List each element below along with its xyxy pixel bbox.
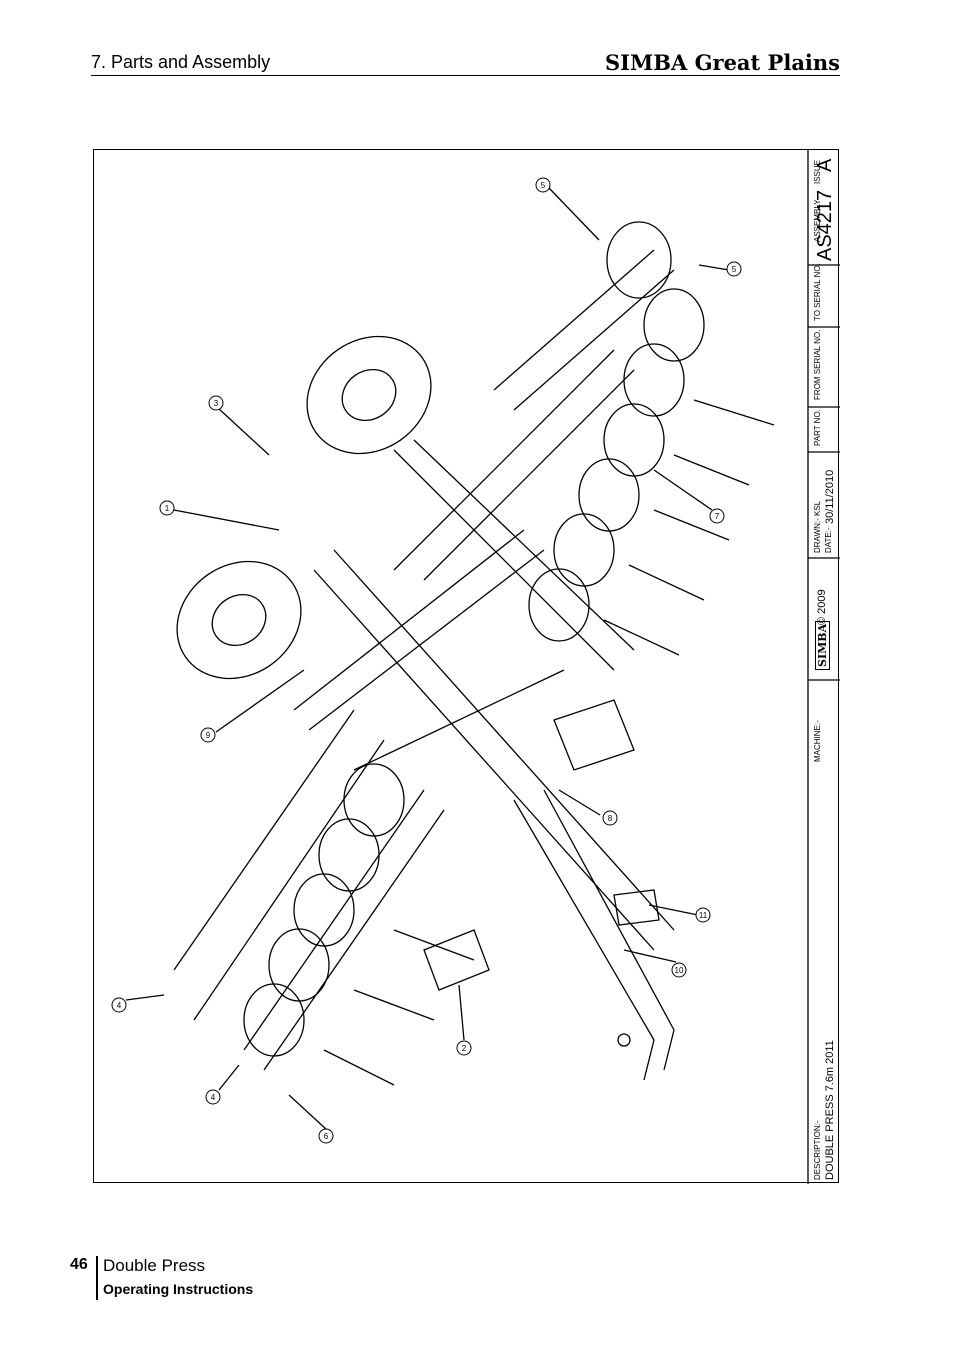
from-serial-label: FROM SERIAL NO.: [813, 329, 822, 400]
assembly-value: AS4217: [814, 189, 836, 261]
footer-title: Double Press: [103, 1256, 206, 1275]
assembly-drawing: 1 2 3 4 4 5 5 6 7 8 9 10 11: [111, 150, 840, 1184]
footer-divider: [96, 1256, 98, 1300]
issue-value: A: [814, 158, 836, 172]
callout-5b: 5: [732, 265, 737, 274]
callout-6: 6: [324, 1132, 329, 1141]
to-serial-label: TO SERIAL NO.: [813, 263, 822, 321]
callout-2: 2: [462, 1044, 467, 1053]
section-title: 7. Parts and Assembly: [91, 52, 271, 72]
callout-4a: 4: [117, 1001, 122, 1010]
page-number: 46: [70, 1256, 88, 1273]
callout-1: 1: [165, 504, 170, 513]
callout-10: 10: [675, 966, 684, 975]
footer-subtitle: Operating Instructions: [103, 1281, 254, 1297]
machine-label: MACHINE:-: [813, 720, 822, 762]
simba-logo: SIMBA: [815, 620, 830, 670]
drawn-label: DRAWN:- KSL: [813, 500, 822, 553]
date-label: DATE:-: [824, 527, 833, 553]
description-label: DESCRIPTION:-: [813, 1120, 822, 1180]
callout-7: 7: [715, 512, 720, 521]
description-value: DOUBLE PRESS 7.6m 2011: [824, 1040, 836, 1180]
copyright-text: © 2009: [816, 589, 828, 625]
callout-11: 11: [699, 911, 708, 920]
callout-3: 3: [214, 399, 219, 408]
date-value: 30/11/2010: [824, 469, 836, 524]
callout-5a: 5: [541, 181, 546, 190]
brand-logo-text: SIMBA Great Plains: [604, 50, 840, 75]
callout-8: 8: [608, 814, 613, 823]
header-rule: [91, 75, 840, 76]
drawing-frame: 1 2 3 4 4 5 5 6 7 8 9 10 11 ISSUE A ASSE…: [93, 149, 840, 1184]
callout-4b: 4: [211, 1093, 216, 1102]
callout-9: 9: [206, 731, 211, 740]
part-no-label: PART NO.: [813, 409, 822, 446]
